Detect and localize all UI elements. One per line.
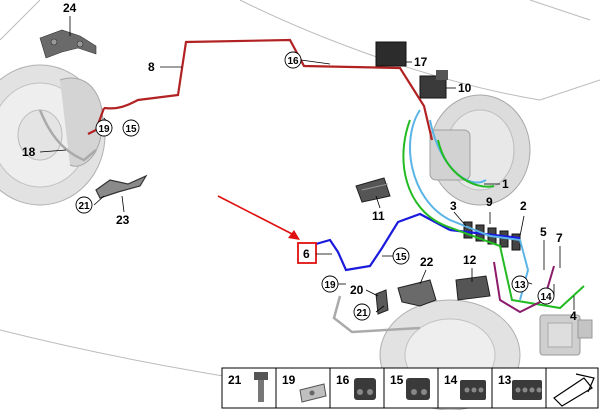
bracket-22: [397, 279, 437, 307]
clip-19-thumbnail: [299, 383, 327, 403]
callout-23: 23: [116, 213, 130, 227]
bracket-24: [39, 29, 97, 59]
circled-callouts: [75, 51, 555, 321]
clip-11: [355, 177, 391, 203]
callout-14: 14: [540, 292, 552, 303]
legend-label-3: 16: [336, 373, 350, 387]
callout-5: 5: [540, 225, 547, 239]
callout-21: 21: [78, 201, 90, 212]
clip-14-thumbnail: [460, 380, 486, 400]
brake-line-green: [402, 119, 585, 310]
bolt-thumbnail: [254, 372, 268, 402]
callout-19: 19: [324, 280, 336, 291]
legend-label-2: 19: [282, 373, 296, 387]
highlight-box-6: [297, 242, 317, 264]
callout-8: 8: [148, 60, 155, 74]
callout-7: 7: [556, 231, 563, 245]
callout-12: 12: [463, 253, 477, 267]
callout-15: 15: [125, 124, 137, 135]
callout-20: 20: [350, 283, 364, 297]
legend-label-5: 14: [444, 373, 458, 387]
callout-21: 21: [356, 308, 368, 319]
callout-19: 19: [98, 124, 110, 135]
brake-line-gray: [38, 109, 421, 334]
callout-24: 24: [63, 1, 77, 15]
callout-15: 15: [395, 252, 407, 263]
bracket-20: [375, 289, 389, 315]
callout-1: 1: [502, 177, 509, 191]
callout-2: 2: [520, 199, 527, 213]
abs-unit: [539, 314, 593, 356]
callout-9: 9: [486, 195, 493, 209]
callout-17: 17: [414, 55, 428, 69]
module-10: [419, 70, 448, 99]
parts-legend: 21 19 16 15 14 13: [221, 367, 599, 409]
legend-label-1: 21: [228, 373, 242, 387]
callout-13: 13: [514, 280, 526, 291]
callout-22: 22: [420, 255, 434, 269]
bracket-23: [95, 174, 148, 199]
legend-label-4: 15: [390, 373, 404, 387]
callout-labels: 24 8 17 10 18 23 1 11 3 9 2 6 22 12 5 7 …: [22, 1, 577, 323]
circled-callout-labels: 16 19 15 21 15 19 13 14 21: [78, 56, 552, 319]
callout-11: 11: [372, 209, 385, 223]
callout-3: 3: [450, 199, 457, 213]
callout-18: 18: [22, 145, 36, 159]
callout-4: 4: [570, 309, 577, 323]
callout-10: 10: [458, 81, 472, 95]
clip-15-thumbnail: [406, 378, 430, 400]
arrow-icon: [553, 373, 595, 407]
brake-booster: [429, 94, 531, 206]
callout-16: 16: [287, 56, 299, 67]
sensor-17: [375, 41, 407, 67]
clip-12: [455, 275, 491, 301]
clip-13-thumbnail: [512, 380, 542, 400]
clip-16-thumbnail: [354, 378, 376, 400]
highlight-arrow: [217, 195, 300, 240]
callout-6: 6: [303, 247, 310, 261]
legend-label-6: 13: [498, 373, 512, 387]
